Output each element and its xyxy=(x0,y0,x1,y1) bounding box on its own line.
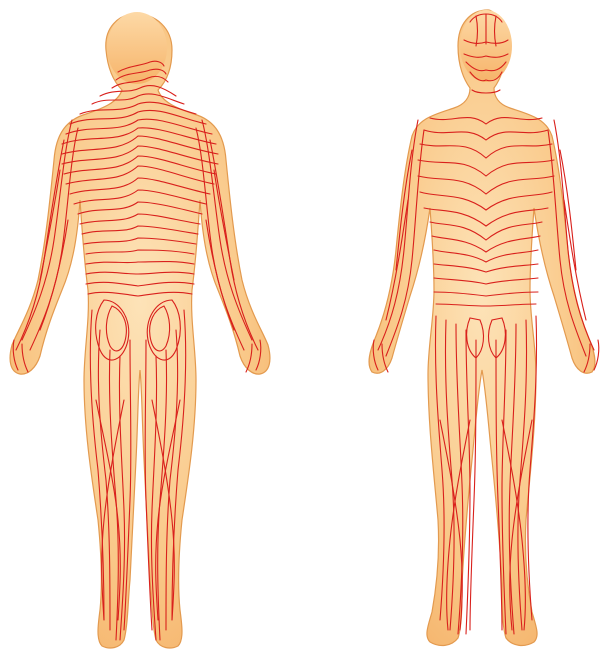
anterior-figure xyxy=(369,10,599,645)
back-body-silhouette xyxy=(10,14,270,648)
posterior-figure xyxy=(10,12,270,648)
